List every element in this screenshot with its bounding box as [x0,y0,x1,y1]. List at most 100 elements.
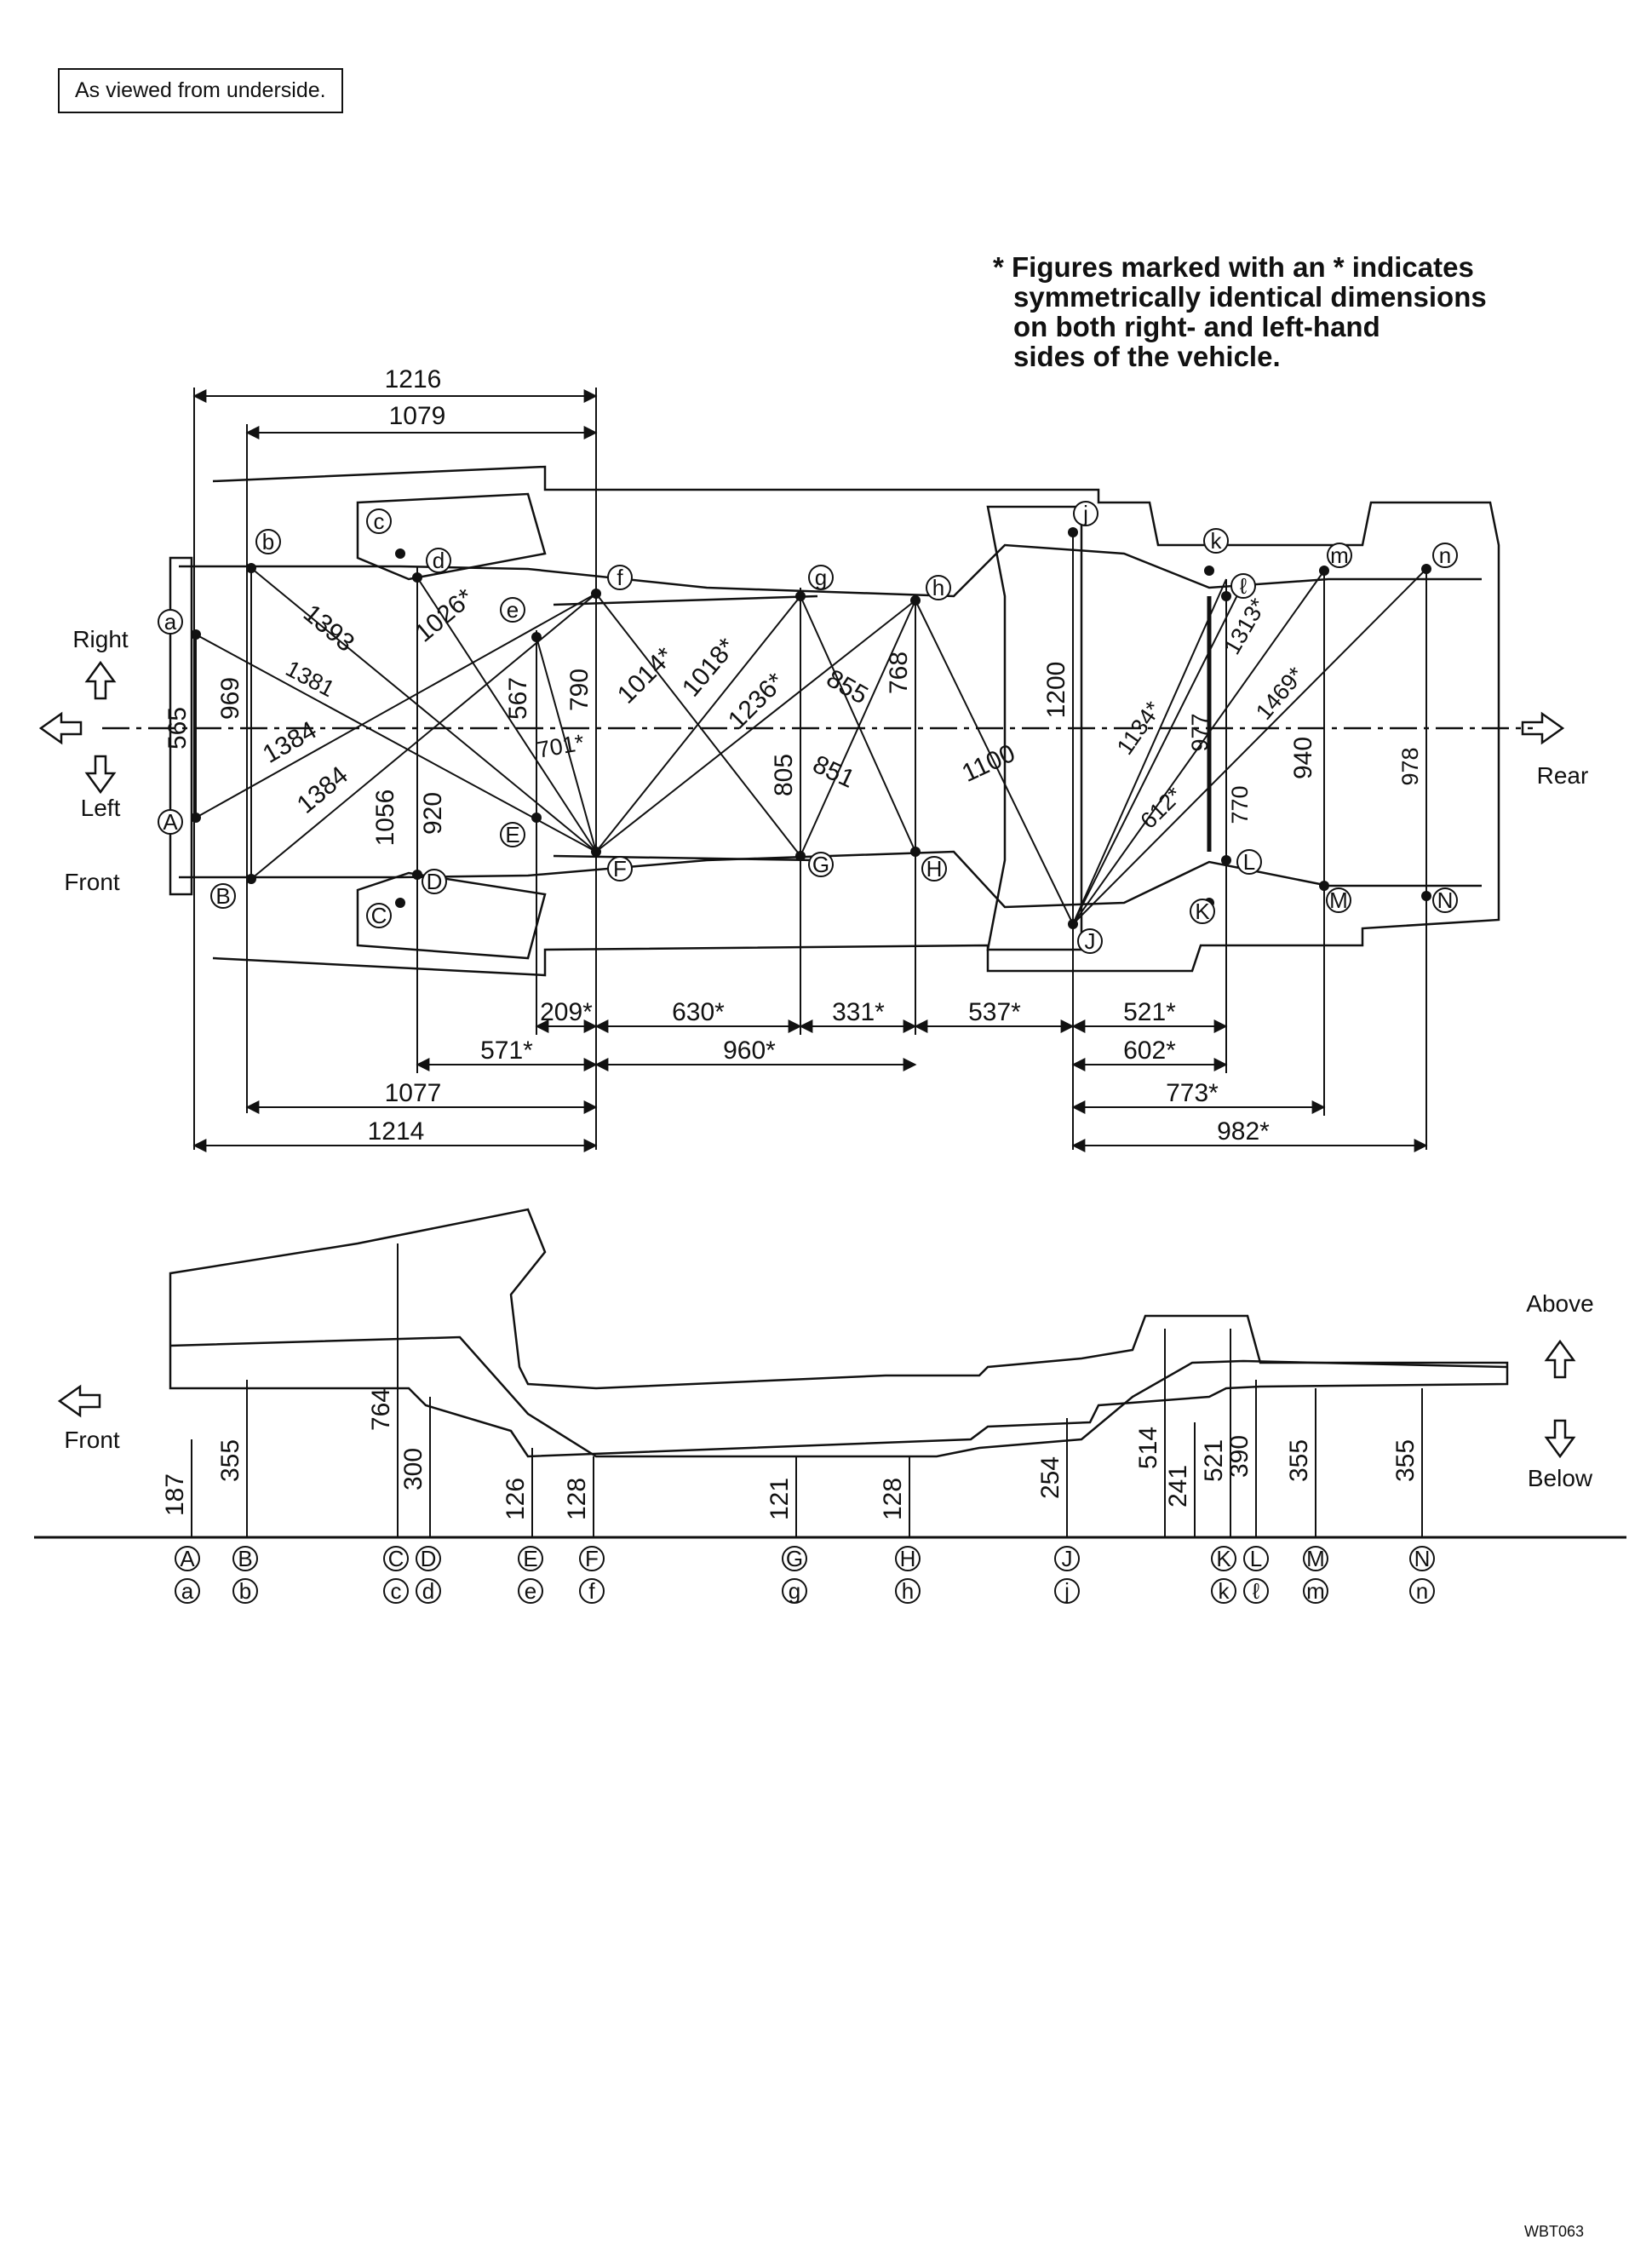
side-direction-labels: Front Above Below [64,1290,1593,1491]
point-d-marker: d [426,548,451,573]
footnote: * Figures marked with an * indicates sym… [993,252,1487,371]
arrow-up-icon [84,660,117,700]
svg-text:A: A [180,1546,195,1571]
baseline-E: E e [518,1546,543,1604]
footnote-line-1: * Figures marked with an * indicates [993,251,1474,283]
svg-text:g: g [815,565,827,590]
svg-text:j: j [1082,501,1088,526]
svg-text:M: M [1329,887,1348,913]
point-L-marker: L [1236,849,1262,875]
dim-805: 805 [770,754,798,796]
dim-1200: 1200 [1042,662,1070,719]
height-121: 121 [766,1478,794,1520]
point-n-marker: n [1432,543,1458,568]
point-j-marker: j [1073,501,1098,526]
dim-978: 978 [1397,747,1423,785]
baseline-B: B b [232,1546,258,1604]
svg-text:F: F [585,1546,599,1571]
point-J-marker: J [1077,928,1103,954]
dim-1079: 1079 [389,402,446,430]
reference-points [191,527,1431,929]
baseline-D: D d [416,1546,441,1604]
direction-front-label: Front [64,869,120,895]
front-crossmember [169,556,193,896]
right-upper-arm [356,492,547,581]
dim-940: 940 [1289,737,1317,779]
point-F-marker: F [607,856,633,882]
svg-text:L: L [1243,849,1255,875]
dim-982: 982* [1217,1117,1270,1146]
top-point-markers: a b c d e f g h j k ℓ m n A B C D E F G … [158,501,1458,954]
svg-text:B: B [215,883,230,909]
right-rail [179,543,1482,598]
point-N-marker: N [1432,887,1458,913]
svg-text:a: a [181,1578,194,1604]
svg-text:M: M [1306,1546,1325,1571]
height-521: 521 [1200,1439,1228,1482]
svg-text:g: g [789,1578,800,1604]
svg-text:n: n [1416,1578,1428,1604]
point-f-marker: f [607,565,633,590]
side-height-labels: 187 355 764 300 126 128 121 128 254 514 … [161,1388,1420,1520]
side-above-label: Above [1526,1290,1593,1317]
point-M-marker: M [1326,887,1351,913]
point-k-marker: k [1203,528,1229,554]
svg-text:N: N [1414,1546,1431,1571]
svg-text:h: h [932,575,944,600]
dim-969: 969 [216,677,244,720]
baseline-point-labels: A a B b C c D d E e F f G g H h J j K k … [175,1546,1435,1604]
dim-960: 960* [723,1037,776,1065]
height-514: 514 [1134,1427,1162,1469]
dim-790: 790 [565,669,594,711]
baseline-G: G g [782,1546,807,1604]
dim-331: 331* [832,998,885,1026]
footnote-line-2: symmetrically identical dimensions [1013,281,1487,313]
dim-1018: 1018* [677,633,742,703]
svg-text:c: c [391,1578,402,1604]
point-D-marker: D [422,869,447,894]
dim-1026: 1026* [410,583,479,648]
height-390: 390 [1225,1435,1253,1478]
svg-text:e: e [507,597,519,623]
point-a-marker: a [158,609,183,635]
svg-text:b: b [239,1578,251,1604]
dim-565: 565 [163,707,192,749]
dim-1384-upper: 1384 [258,716,321,769]
arrow-down-below-icon [1544,1419,1576,1459]
baseline-L: L ℓ [1243,1546,1269,1604]
height-355-m: 355 [1285,1439,1313,1482]
svg-text:a: a [164,609,177,635]
arrow-right-icon [1521,711,1565,745]
side-front-label: Front [64,1427,120,1453]
direction-markers-top: Right Left Front Rear [38,626,1588,895]
mid-rail-right [553,594,818,606]
arrow-up-above-icon [1544,1339,1576,1379]
footnote-line-3: on both right- and left-hand [1013,311,1380,342]
svg-text:G: G [786,1546,803,1571]
dim-1214: 1214 [368,1117,425,1146]
svg-text:e: e [525,1578,536,1604]
dim-1216: 1216 [385,365,442,393]
left-rail [179,850,1482,909]
baseline-A: A a [175,1546,200,1604]
baseline-C: C c [383,1546,409,1604]
svg-text:N: N [1437,887,1454,913]
dim-770: 770 [1227,785,1253,824]
view-note-box: As viewed from underside. [58,68,343,113]
svg-text:L: L [1250,1546,1262,1571]
svg-text:b: b [262,529,274,554]
height-lines [191,1243,1423,1537]
point-g-marker: g [808,565,834,590]
svg-text:j: j [1064,1578,1070,1604]
height-187: 187 [161,1473,189,1516]
height-254: 254 [1036,1456,1064,1499]
svg-text:K: K [1216,1546,1231,1571]
dim-768: 768 [885,652,913,694]
svg-text:d: d [422,1578,434,1604]
svg-text:E: E [523,1546,537,1571]
svg-text:h: h [902,1578,914,1604]
dim-1100: 1100 [958,739,1019,788]
point-B-marker: B [210,883,236,909]
point-E-marker: E [500,822,525,847]
